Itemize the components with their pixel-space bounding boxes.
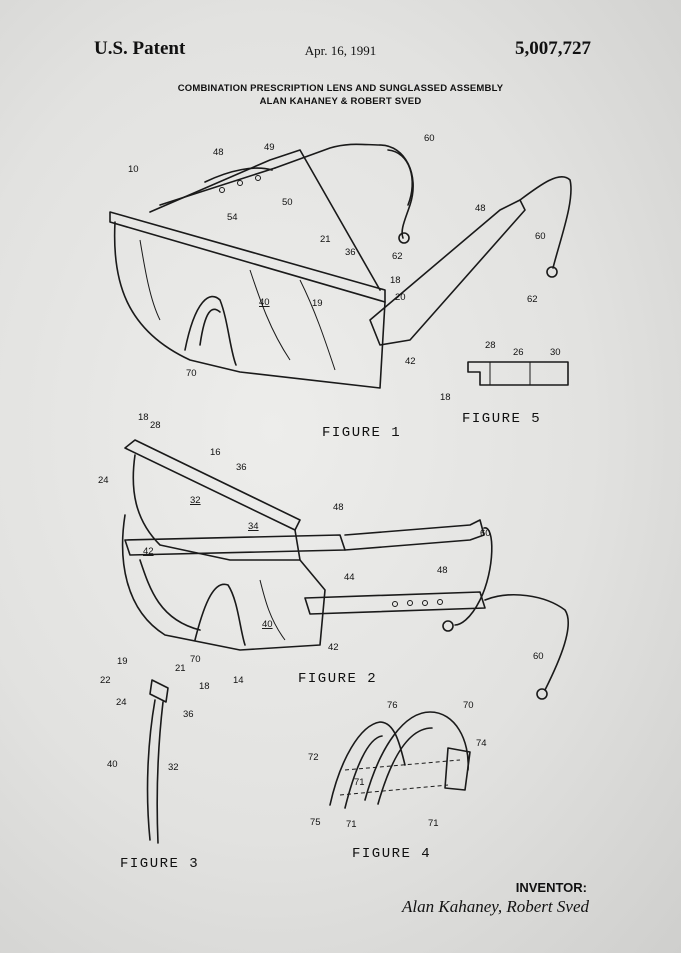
svg-text:42: 42 [328,642,339,653]
svg-text:60: 60 [424,133,435,144]
patent-date: Apr. 16, 1991 [304,43,377,58]
svg-text:40: 40 [107,759,118,770]
svg-text:42: 42 [143,546,154,557]
figure-4-label: FIGURE 4 [352,846,432,862]
svg-text:70: 70 [186,368,197,379]
svg-text:60: 60 [535,231,546,242]
svg-text:36: 36 [236,462,247,473]
inventor-names: Alan Kahaney, Robert Sved [402,897,589,916]
svg-text:48: 48 [437,565,448,576]
svg-text:74: 74 [476,738,487,749]
svg-text:14: 14 [233,675,244,686]
svg-text:32: 32 [190,495,201,506]
svg-text:60: 60 [533,651,544,662]
patent-header-label: U.S. Patent [94,38,186,59]
svg-text:48: 48 [213,147,224,158]
title-line-2: ALAN KAHANEY & ROBERT SVED [259,96,422,107]
figure-1-label: FIGURE 1 [322,425,402,441]
figure-5-drawing [467,361,569,386]
svg-text:49: 49 [264,142,275,153]
svg-text:62: 62 [392,251,403,262]
svg-text:62: 62 [527,294,538,305]
svg-text:40: 40 [262,619,273,630]
svg-text:71: 71 [346,819,357,830]
svg-text:26: 26 [513,347,524,358]
svg-text:18: 18 [390,275,401,286]
svg-text:70: 70 [463,700,474,711]
svg-text:19: 19 [117,656,128,667]
svg-text:20: 20 [395,292,406,303]
svg-text:16: 16 [210,447,221,458]
svg-text:22: 22 [100,675,111,686]
svg-text:18: 18 [138,412,149,423]
svg-text:36: 36 [183,709,194,720]
svg-text:75: 75 [310,817,321,828]
svg-text:24: 24 [116,697,127,708]
svg-text:44: 44 [344,572,355,583]
svg-text:28: 28 [485,340,496,351]
svg-text:71: 71 [354,777,365,788]
svg-text:42: 42 [405,356,416,367]
svg-text:21: 21 [175,663,186,674]
svg-text:48: 48 [333,502,344,513]
svg-text:70: 70 [190,654,201,665]
svg-text:24: 24 [98,475,109,486]
svg-text:48: 48 [475,203,486,214]
svg-text:40: 40 [259,297,270,308]
figure-2-label: FIGURE 2 [298,671,378,687]
svg-text:60: 60 [480,528,491,539]
figure-1-drawing [109,143,572,389]
svg-text:21: 21 [320,234,331,245]
figure-3-label: FIGURE 3 [120,856,200,872]
figure-3-drawing [146,679,169,844]
inventor-label: INVENTOR: [515,880,587,895]
svg-text:28: 28 [150,420,161,431]
figure-4-drawing [329,711,471,809]
reference-numerals: 10 48 49 50 54 60 62 21 36 18 20 19 40 4… [98,133,561,830]
figure-5-label: FIGURE 5 [462,411,542,427]
patent-title: COMBINATION PRESCRIPTION LENS AND SUNGLA… [0,82,681,108]
svg-text:72: 72 [308,752,319,763]
title-line-1: COMBINATION PRESCRIPTION LENS AND SUNGLA… [177,83,504,94]
svg-text:32: 32 [168,762,179,773]
svg-text:54: 54 [227,212,238,223]
svg-text:19: 19 [312,298,323,309]
svg-text:50: 50 [282,197,293,208]
svg-text:10: 10 [128,164,139,175]
svg-text:30: 30 [550,347,561,358]
svg-text:76: 76 [387,700,398,711]
svg-text:36: 36 [345,247,356,258]
svg-text:34: 34 [248,521,259,532]
patent-number: 5,007,727 [515,38,591,59]
figure-2-drawing [121,439,569,700]
svg-text:71: 71 [428,818,439,829]
svg-text:18: 18 [440,392,451,403]
svg-text:18: 18 [199,681,210,692]
